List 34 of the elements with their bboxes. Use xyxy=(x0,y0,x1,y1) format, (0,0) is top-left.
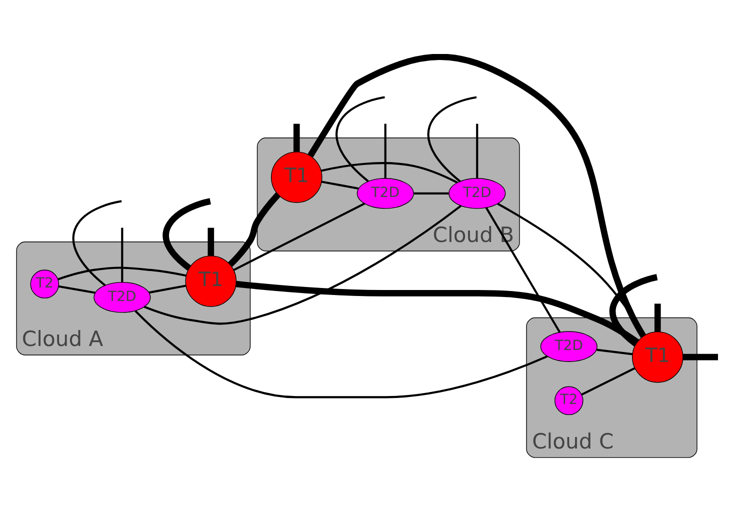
connector xyxy=(321,180,359,190)
connector xyxy=(596,348,633,356)
connector xyxy=(148,284,186,294)
connector xyxy=(609,274,658,346)
connector xyxy=(581,367,636,396)
connector xyxy=(72,200,122,286)
connector xyxy=(58,285,96,294)
connector xyxy=(476,124,478,178)
connector xyxy=(208,228,214,256)
node-circle: T1 xyxy=(632,331,684,383)
connector xyxy=(144,204,462,325)
connector xyxy=(58,266,186,280)
connector xyxy=(134,310,548,398)
connector xyxy=(414,192,448,194)
connector xyxy=(121,228,124,282)
node-ellipse: T2D xyxy=(94,282,151,313)
connector xyxy=(228,192,280,267)
node-ellipse: T2D xyxy=(448,178,506,209)
connector xyxy=(162,198,211,271)
node-ellipse: T2D xyxy=(540,331,598,362)
connector xyxy=(233,202,366,271)
node-circle: T2 xyxy=(30,270,60,298)
node-circle: T1 xyxy=(185,256,237,307)
connector xyxy=(427,96,477,182)
connector xyxy=(336,96,385,182)
connector xyxy=(682,354,718,360)
connector xyxy=(384,124,386,178)
connector xyxy=(308,54,646,338)
node-ellipse: T2D xyxy=(356,178,414,209)
connector xyxy=(320,162,458,184)
node-circle: T2 xyxy=(554,386,584,416)
connector xyxy=(654,304,661,332)
node-circle: T1 xyxy=(270,152,322,203)
connector xyxy=(293,124,300,152)
